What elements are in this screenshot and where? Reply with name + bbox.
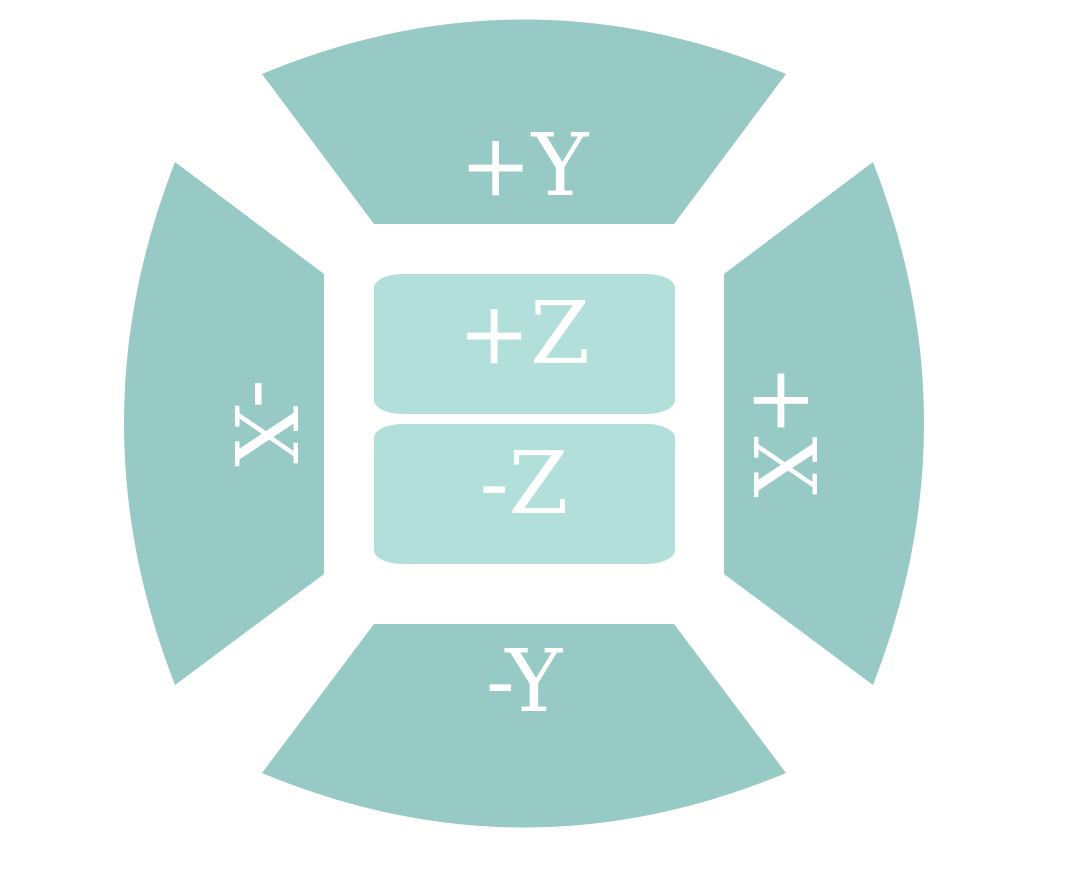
minus-z-label: -Z [480, 434, 569, 534]
plus-x-button-shape [724, 162, 924, 685]
plus-y-button[interactable]: +Y [262, 19, 786, 225]
plus-y-label: +Y [460, 116, 590, 216]
plus-x-button[interactable]: +X [724, 162, 924, 685]
plus-x-label: +X [733, 364, 833, 497]
plus-z-label: +Z [458, 284, 590, 384]
minus-y-label: -Y [486, 632, 564, 732]
minus-y-button[interactable]: -Y [262, 624, 786, 828]
minus-x-button-shape [124, 162, 324, 685]
minus-z-button[interactable]: -Z [374, 424, 675, 564]
minus-x-button[interactable]: -X [124, 162, 324, 685]
minus-z-button-shape [374, 424, 675, 564]
plus-z-button-shape [374, 274, 675, 414]
plus-y-button-shape [262, 19, 786, 224]
minus-y-button-shape [262, 624, 786, 828]
minus-x-label: -X [214, 379, 314, 466]
plus-z-button[interactable]: +Z [374, 274, 675, 414]
